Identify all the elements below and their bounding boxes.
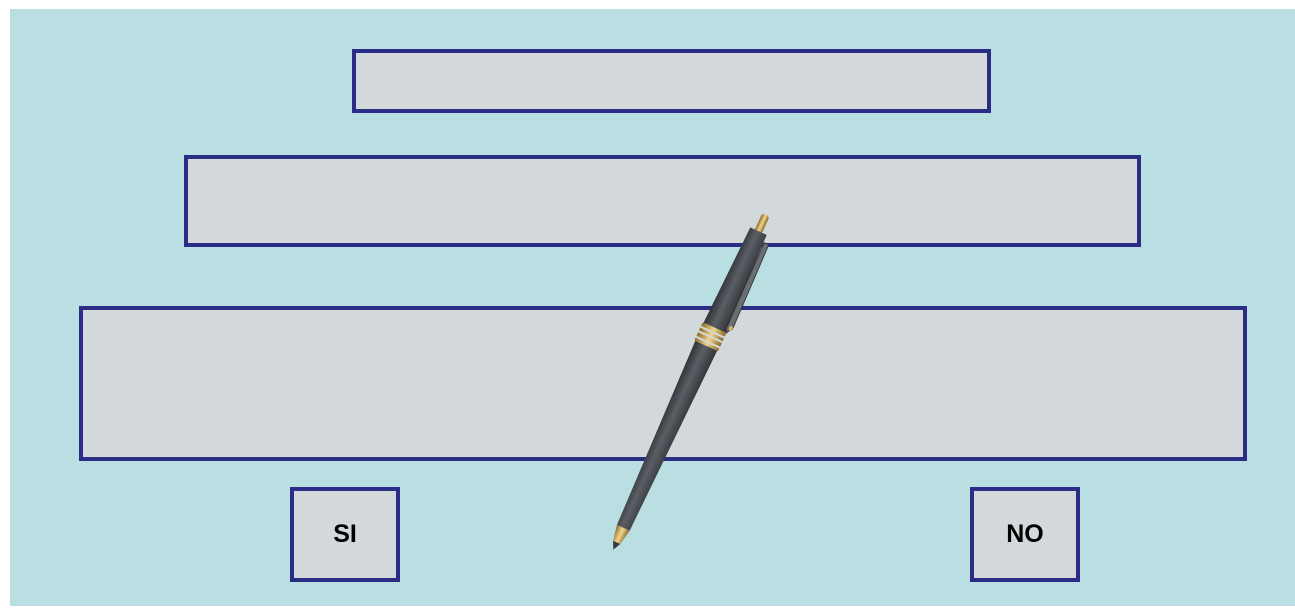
pen-tip <box>610 525 629 545</box>
text-field-3[interactable] <box>79 306 1247 461</box>
form-canvas: SI NO <box>10 9 1295 606</box>
yes-button[interactable]: SI <box>290 487 400 582</box>
no-button-label: NO <box>1006 520 1044 549</box>
yes-button-label: SI <box>333 520 357 549</box>
text-field-2[interactable] <box>184 155 1141 247</box>
no-button[interactable]: NO <box>970 487 1080 582</box>
text-field-1[interactable] <box>352 49 991 113</box>
